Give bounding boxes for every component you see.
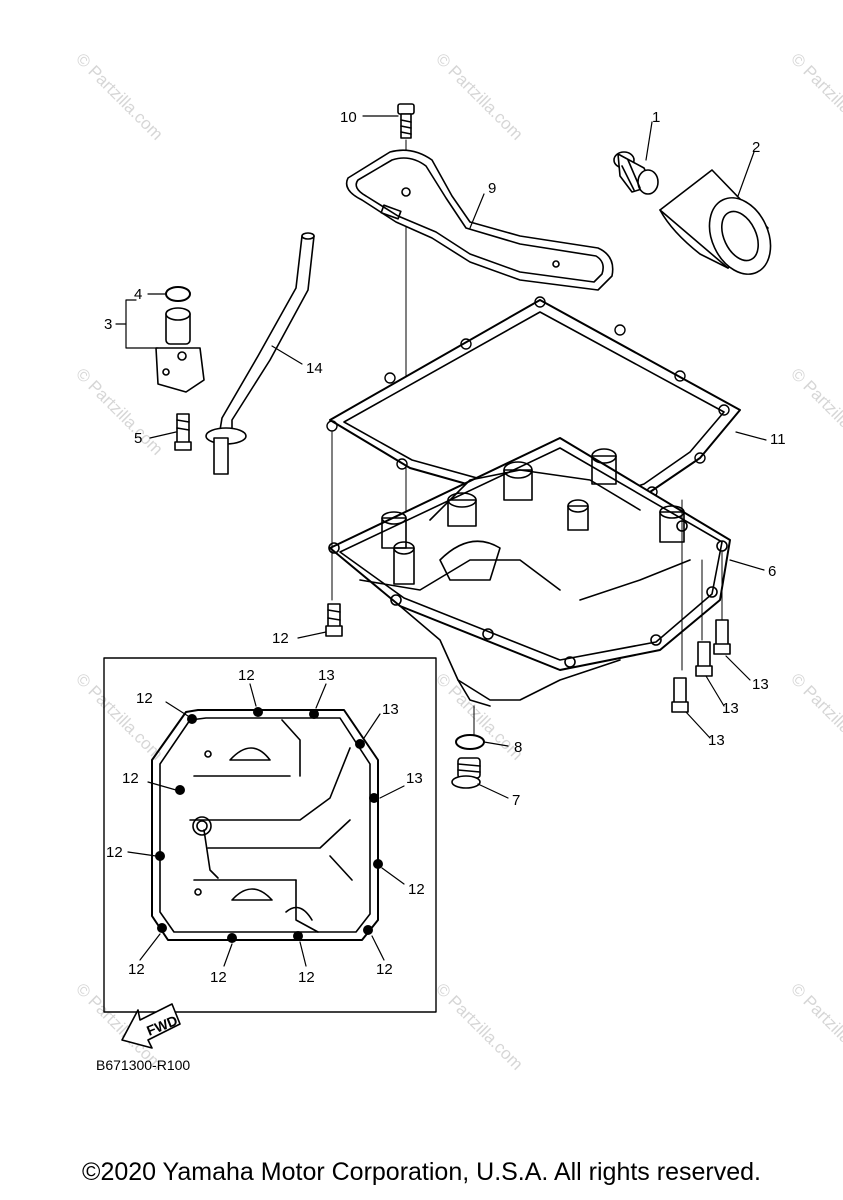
bolt-5 xyxy=(174,413,192,451)
inset-callout-13: 13 xyxy=(318,667,335,684)
oil-filter-2 xyxy=(659,169,772,275)
oil-pan-gasket-11 xyxy=(329,299,741,517)
watermark: © Partzilla.com xyxy=(72,669,166,763)
watermark: © Partzilla.com xyxy=(72,49,166,143)
washer-8 xyxy=(455,734,485,750)
watermark: © Partzilla.com xyxy=(787,979,843,1073)
cover-gasket-9 xyxy=(345,149,614,291)
drain-plug-7 xyxy=(451,757,481,789)
inset-callout-12: 12 xyxy=(376,961,393,978)
callout-labels: 10 1 2 9 4 3 14 5 11 6 12 13 13 13 8 7 1… xyxy=(104,109,786,986)
callout-13: 13 xyxy=(708,732,725,749)
o-ring-4 xyxy=(165,286,191,302)
oil-pan-6 xyxy=(328,437,731,707)
callout-3: 3 xyxy=(104,316,112,333)
inset-oil-pan-bottom xyxy=(151,707,383,943)
bolt-10 xyxy=(397,103,415,139)
oil-fitting-1 xyxy=(613,151,659,195)
callout-9: 9 xyxy=(488,180,496,197)
callout-4: 4 xyxy=(134,286,142,303)
callout-13: 13 xyxy=(752,676,769,693)
callout-1: 1 xyxy=(652,109,660,126)
inset-callout-13: 13 xyxy=(406,770,423,787)
watermark: © Partzilla.com xyxy=(787,364,843,458)
copyright-notice: ©2020 Yamaha Motor Corporation, U.S.A. A… xyxy=(82,1158,761,1186)
bolt-13 xyxy=(671,619,731,713)
inset-callout-13: 13 xyxy=(382,701,399,718)
inset-callout-12: 12 xyxy=(128,961,145,978)
callout-2: 2 xyxy=(752,139,760,156)
oil-tube-14 xyxy=(205,232,315,475)
callout-12: 12 xyxy=(272,630,289,647)
watermark: © Partzilla.com xyxy=(432,669,526,763)
inset-callout-12: 12 xyxy=(210,969,227,986)
fwd-arrow-icon xyxy=(121,1003,181,1049)
watermark: © Partzilla.com xyxy=(432,979,526,1073)
inset-bottom-view-frame xyxy=(103,657,437,1013)
diagram-code: B671300-R100 xyxy=(96,1057,190,1073)
callout-10: 10 xyxy=(340,109,357,126)
watermark: © Partzilla.com xyxy=(787,49,843,143)
callout-14: 14 xyxy=(306,360,323,377)
inset-callout-12: 12 xyxy=(106,844,123,861)
watermark: © Partzilla.com xyxy=(787,669,843,763)
inset-callout-12: 12 xyxy=(298,969,315,986)
callout-7: 7 xyxy=(512,792,520,809)
bolt-12 xyxy=(325,603,343,637)
inset-callout-12: 12 xyxy=(136,690,153,707)
watermark: © Partzilla.com xyxy=(72,364,166,458)
strainer-3 xyxy=(155,307,205,393)
callout-11: 11 xyxy=(770,431,786,448)
inset-callout-12: 12 xyxy=(122,770,139,787)
callout-5: 5 xyxy=(134,430,142,447)
inset-callout-12: 12 xyxy=(408,881,425,898)
callout-6: 6 xyxy=(768,563,776,580)
callout-8: 8 xyxy=(514,739,522,756)
watermark: © Partzilla.com xyxy=(432,49,526,143)
inset-callout-12: 12 xyxy=(238,667,255,684)
callout-13: 13 xyxy=(722,700,739,717)
inset-bolt-holes xyxy=(155,707,383,943)
